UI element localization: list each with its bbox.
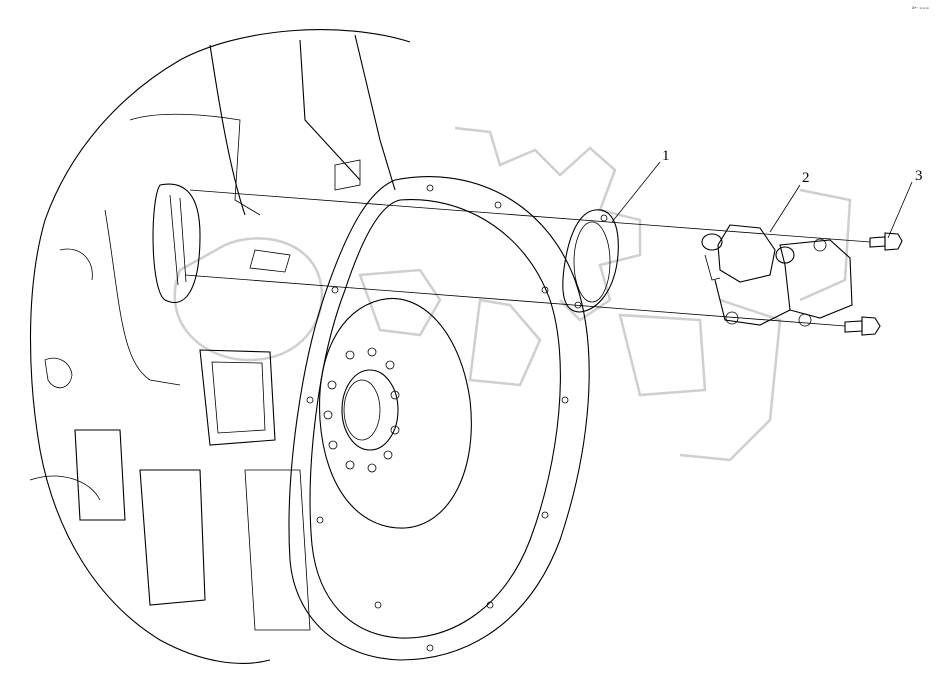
callout-2: 2: [802, 170, 810, 186]
part-1-gasket: [562, 209, 619, 313]
engine-block: [29, 29, 411, 664]
flywheel-bolt-holes: [323, 347, 400, 473]
part-3-bolt-lower: [844, 316, 881, 336]
watermark-logo: [173, 126, 852, 462]
assembly-axis-lines: [184, 189, 871, 327]
callout-1: 1: [662, 148, 670, 164]
corner-mark: a← ===: [912, 5, 929, 10]
flywheel-housing: [288, 176, 590, 661]
housing-bolt-holes: [306, 184, 569, 652]
part-2-assembly: [701, 224, 853, 327]
callout-3: 3: [915, 168, 923, 184]
leader-lines: [611, 161, 913, 239]
part-3-bolt-upper: [869, 232, 903, 251]
